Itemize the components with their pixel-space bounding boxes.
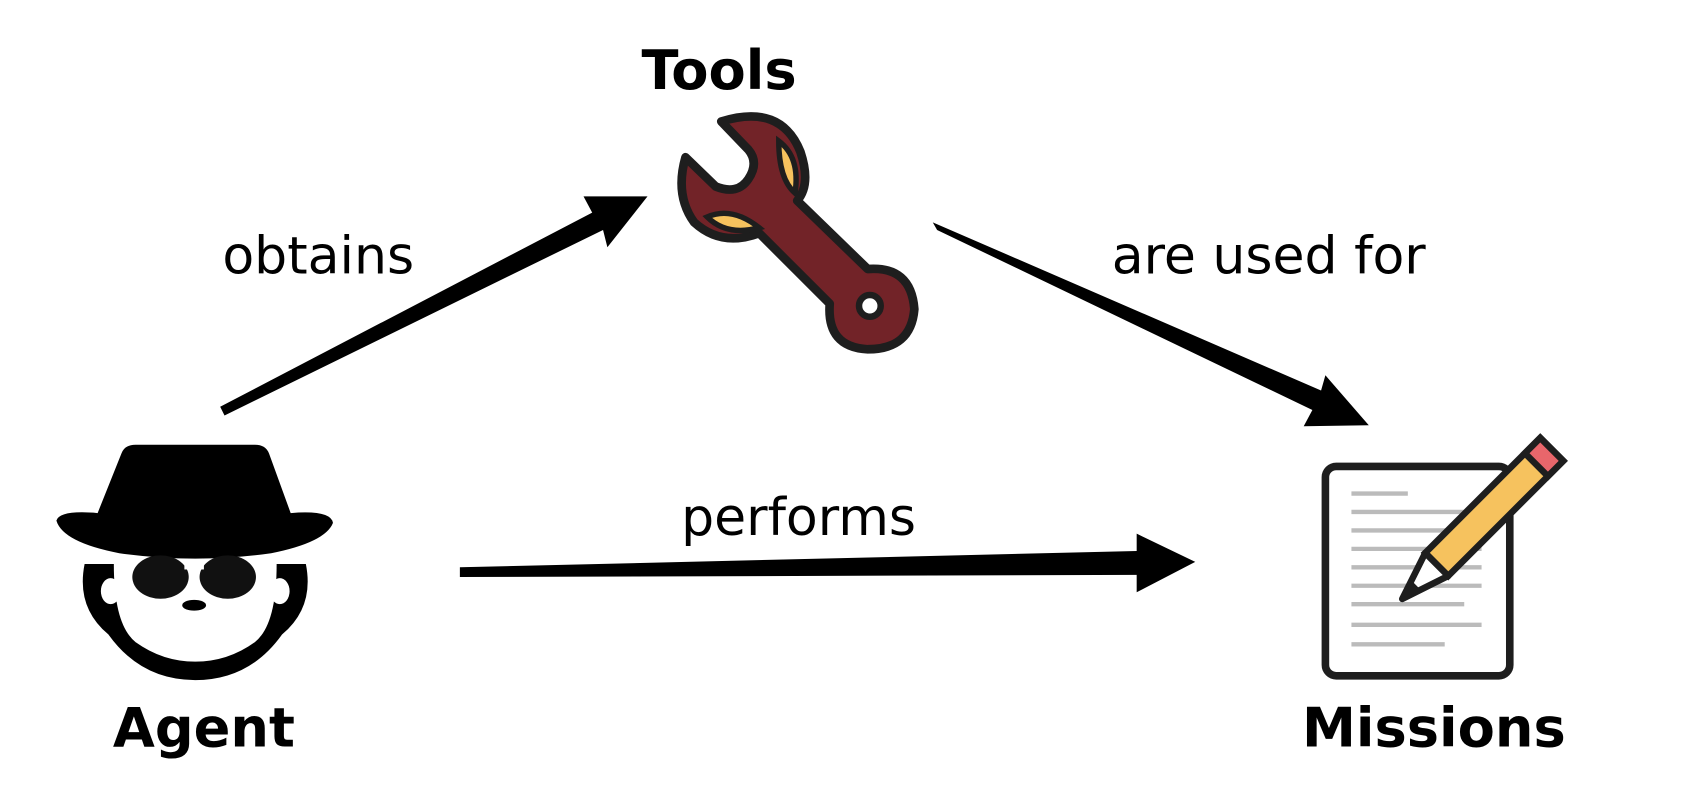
edge-label-performs: performs bbox=[681, 488, 916, 548]
tools-label: Tools bbox=[642, 39, 797, 102]
arrow-agent-to-missions bbox=[459, 533, 1196, 593]
arrow-tools-to-missions bbox=[932, 222, 1369, 427]
spy-agent-icon bbox=[56, 444, 333, 681]
missions-label: Missions bbox=[1302, 696, 1566, 759]
edge-label-obtains: obtains bbox=[222, 226, 414, 286]
document-pencil-icon bbox=[1321, 433, 1568, 680]
agent-label: Agent bbox=[113, 696, 295, 759]
wrench-icon bbox=[677, 112, 919, 354]
arrow-agent-to-tools bbox=[220, 196, 648, 416]
edge-label-used-for: are used for bbox=[1112, 226, 1427, 286]
